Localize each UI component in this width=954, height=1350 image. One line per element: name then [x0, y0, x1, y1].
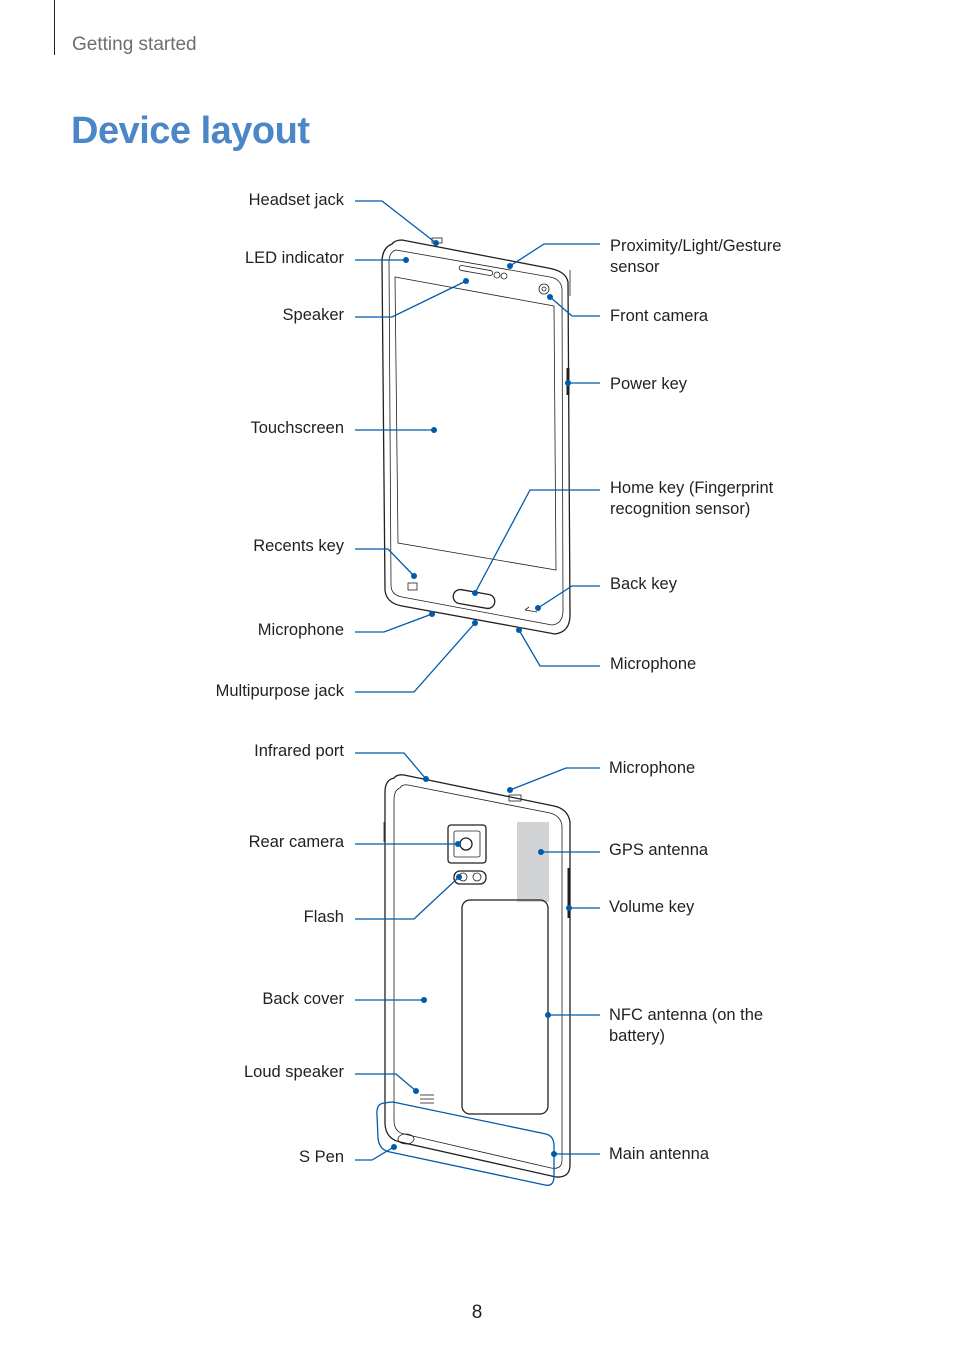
label-multipurpose-jack: Multipurpose jack	[215, 682, 344, 700]
margin-rule	[54, 0, 55, 55]
label-back-cover: Back cover	[262, 990, 344, 1008]
front-callouts	[355, 200, 600, 693]
front-phone-illustration	[381, 237, 571, 635]
label-nfc-antenna-line2: battery)	[609, 1027, 665, 1045]
label-gps-antenna: GPS antenna	[609, 841, 709, 859]
label-touchscreen: Touchscreen	[250, 419, 344, 437]
page-number: 8	[471, 1302, 483, 1323]
label-rear-camera: Rear camera	[248, 833, 344, 851]
back-callouts	[355, 752, 600, 1161]
label-volume-key: Volume key	[609, 898, 695, 916]
label-s-pen: S Pen	[299, 1148, 344, 1166]
label-speaker: Speaker	[282, 306, 344, 324]
back-phone-illustration	[376, 774, 571, 1186]
label-back-key: Back key	[610, 575, 677, 593]
page-title: Device layout	[71, 110, 310, 152]
label-microphone-bottom: Microphone	[257, 621, 344, 639]
label-power-key: Power key	[610, 375, 688, 393]
label-home-key-line1: Home key (Fingerprint	[610, 479, 774, 497]
label-main-antenna: Main antenna	[609, 1145, 709, 1163]
label-loud-speaker: Loud speaker	[244, 1063, 344, 1081]
label-flash: Flash	[303, 908, 344, 926]
label-nfc-antenna-line1: NFC antenna (on the	[609, 1006, 764, 1024]
label-microphone-right: Microphone	[610, 655, 697, 673]
label-infrared-port: Infrared port	[254, 742, 344, 760]
label-led-indicator: LED indicator	[244, 249, 344, 267]
label-proximity-sensor-line1: Proximity/Light/Gesture	[610, 237, 782, 255]
label-recents-key: Recents key	[253, 537, 344, 555]
label-headset-jack: Headset jack	[248, 191, 344, 209]
section-header: Getting started	[72, 34, 197, 55]
label-proximity-sensor-line2: sensor	[610, 258, 660, 276]
label-front-camera: Front camera	[610, 307, 709, 325]
label-microphone-top: Microphone	[609, 759, 696, 777]
label-home-key-line2: recognition sensor)	[610, 500, 751, 518]
